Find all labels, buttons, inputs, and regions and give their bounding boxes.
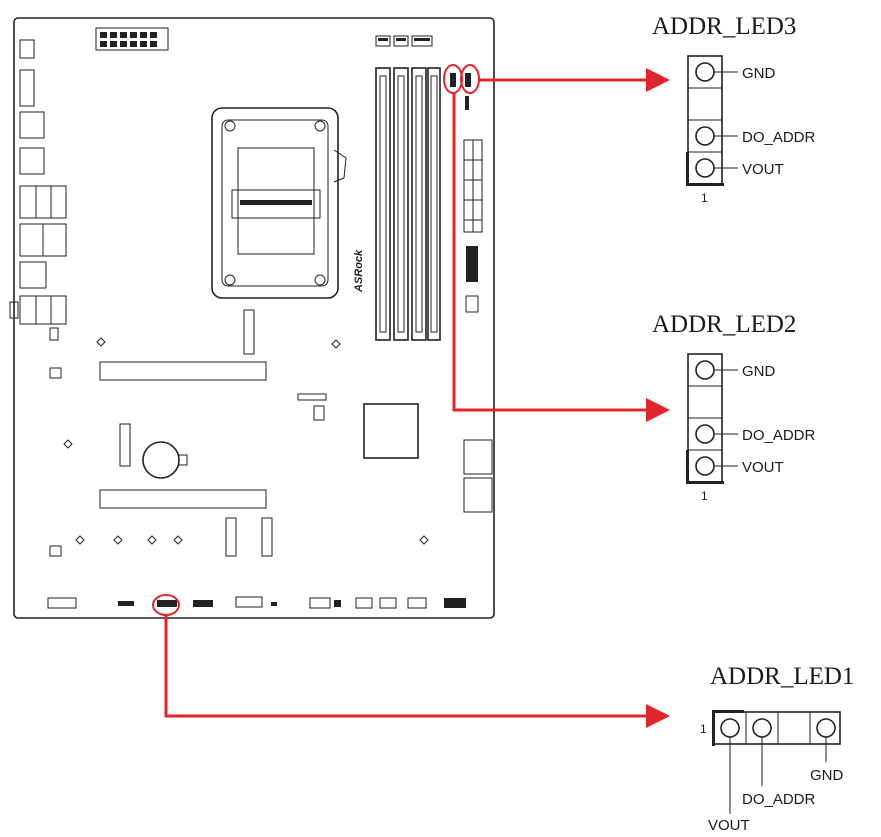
addr-led2-pin-gnd: GND [742, 363, 776, 380]
addr-led2-title: ADDR_LED2 [652, 311, 796, 338]
bottom-edge-headers [47, 596, 466, 609]
arrowhead-led2 [646, 398, 670, 422]
addr-led1-diagram: ADDR_LED1 1 GND DO_ADDR VOUT [700, 663, 854, 834]
atx-power-connector [463, 96, 483, 313]
addr-led1-title: ADDR_LED1 [710, 663, 854, 690]
cpu-power-connector [95, 27, 169, 51]
motherboard-outline: ASRock [9, 17, 495, 619]
top-fan-headers [375, 35, 433, 47]
addr-led2-pin-vout: VOUT [742, 459, 784, 476]
addr-led2-diagram: ADDR_LED2 GND DO_ADDR VOUT 1 [652, 311, 816, 503]
addr-led2-pin1-mark: 1 [701, 489, 708, 503]
addr-led1-pin-vout: VOUT [708, 817, 750, 834]
addr-led3-pin-vout: VOUT [742, 161, 784, 178]
dimm-slots [375, 67, 441, 341]
arrowhead-led1 [646, 704, 670, 728]
leader-led1 [164, 615, 650, 718]
addr-led3-title: ADDR_LED3 [652, 13, 796, 40]
addr-led1-pin-gnd: GND [810, 767, 844, 784]
addr-led1-pin1-mark: 1 [700, 722, 707, 736]
addr-led3-diagram: ADDR_LED3 GND DO_ADDR VOUT 1 [652, 13, 816, 205]
addr-led3-pin-do-addr: DO_ADDR [742, 129, 816, 146]
rear-io-ports [9, 39, 67, 325]
addr-led3-pin-gnd: GND [742, 65, 776, 82]
leader-led2 [452, 92, 650, 412]
board-brand-label: ASRock [353, 249, 365, 293]
addr-led1-pin-do-addr: DO_ADDR [742, 791, 816, 808]
cpu-socket [211, 107, 347, 299]
arrowhead-led3 [646, 68, 670, 92]
addr-led3-pin1-mark: 1 [701, 191, 708, 205]
addr-led3-led2-board-headers [450, 73, 471, 87]
leader-lines [152, 64, 670, 728]
board-components [49, 309, 493, 557]
addr-led2-pin-do-addr: DO_ADDR [742, 427, 816, 444]
